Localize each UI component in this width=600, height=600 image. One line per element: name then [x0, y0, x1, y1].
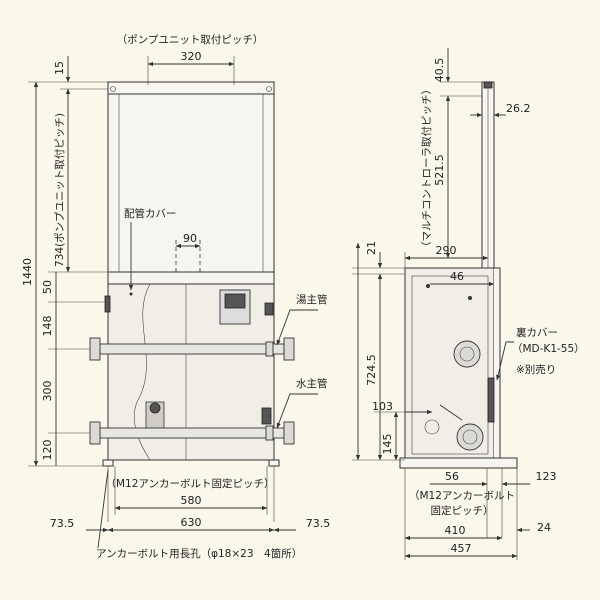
- pump-unit-pitch-label: （ポンプユニット取付ピッチ）: [117, 33, 264, 46]
- dim-724-5: 724.5: [365, 354, 378, 386]
- water-leader: [276, 393, 318, 429]
- dim-457: 457: [451, 542, 472, 555]
- back-cover-model: （MD-K1-55）: [512, 343, 585, 355]
- multi-controller-pitch-label: （マルチコントローラ取付ピッチ）: [420, 84, 433, 252]
- hot-water-joint: [265, 341, 274, 357]
- pipe-cover-label: 配管カバー: [124, 207, 177, 220]
- anchor-bolt-pitch-label: （M12アンカーボルト固定ピッチ）: [106, 477, 275, 490]
- dim-56: 56: [445, 470, 459, 483]
- side-body-inner: [411, 275, 489, 455]
- dim-left-offset: 73.5: [50, 517, 75, 530]
- dim-24: 24: [537, 521, 551, 534]
- dim-300: 300: [41, 381, 54, 402]
- hot-water-flange-right: [283, 337, 295, 361]
- anchor-bolt-label-2: 固定ピッチ）: [431, 504, 494, 517]
- side-part: [104, 295, 111, 313]
- side-view: 40.5 521.5 （マルチコントローラ取付ピッチ） 26.2 290 21 …: [352, 48, 585, 560]
- pipe-link: [439, 404, 463, 421]
- dim-40-5: 40.5: [433, 58, 446, 83]
- upper-fitting: [453, 340, 481, 368]
- sold-separately-note: ※別売り: [516, 363, 556, 376]
- dim-410: 410: [445, 524, 466, 537]
- frame-bolt: [266, 86, 272, 92]
- back-rail: [487, 377, 495, 423]
- side-port: [424, 419, 440, 435]
- valve-handle: [149, 402, 161, 414]
- frame-bolt: [110, 86, 116, 92]
- dim-right-offset: 73.5: [306, 517, 331, 530]
- dim-320: 320: [181, 50, 202, 63]
- dim-15: 15: [53, 61, 66, 75]
- dim-50: 50: [41, 280, 54, 294]
- base-foot: [268, 459, 280, 467]
- water-pipe: [99, 427, 285, 439]
- dim-580: 580: [181, 494, 202, 507]
- hot-water-leader: [276, 309, 318, 346]
- back-cover-label: 裏カバー: [516, 326, 558, 339]
- anchor-hole-note: アンカーボルト用長孔（φ18×23 4箇所）: [96, 547, 302, 560]
- dim-103: 103: [372, 400, 393, 413]
- hot-water-pipe: [99, 343, 285, 355]
- dim-21: 21: [365, 241, 378, 255]
- front-view: （ポンプユニット取付ピッチ） 320 1440 15 734(ポンプユニット取付…: [21, 33, 330, 560]
- dim-123: 123: [536, 470, 557, 483]
- base-foot: [102, 459, 114, 467]
- hot-water-flange-left: [89, 337, 101, 361]
- lower-fitting-inner: [462, 429, 478, 445]
- water-flange-right: [283, 421, 295, 445]
- dim-521-5: 521.5: [433, 154, 446, 186]
- control-display: [224, 293, 246, 309]
- dim-148: 148: [41, 316, 54, 337]
- dim-145: 145: [381, 434, 394, 455]
- dim-630: 630: [181, 516, 202, 529]
- water-flange-left: [89, 421, 101, 445]
- dim-90: 90: [183, 232, 197, 245]
- anchor-bolt-label-1: （M12アンカーボルト: [409, 490, 515, 502]
- post-cap: [483, 81, 493, 89]
- screw: [129, 292, 133, 296]
- side-base: [399, 457, 518, 469]
- pump-unit-frame: [107, 81, 275, 273]
- water-joint: [265, 425, 274, 441]
- lower-fitting: [456, 423, 484, 451]
- anchor-hole-leader: [97, 469, 109, 549]
- break-line: [134, 283, 151, 461]
- dim-290: 290: [436, 244, 457, 257]
- back-cover-leader: [496, 341, 514, 381]
- side-part: [261, 407, 272, 425]
- side-part: [264, 302, 274, 316]
- dim-46: 46: [450, 270, 464, 283]
- back-cover: [494, 267, 501, 461]
- upper-fitting-inner: [459, 346, 475, 362]
- dim-120: 120: [41, 440, 54, 461]
- screw: [426, 284, 430, 288]
- screw: [468, 296, 472, 300]
- frame-band: [107, 271, 275, 285]
- dim-26-2: 26.2: [506, 102, 531, 115]
- pump-unit-pitch-vertical: 734(ポンプユニット取付ピッチ): [53, 113, 66, 267]
- dim-1440: 1440: [21, 258, 34, 286]
- water-pipe-label: 水主管: [296, 377, 328, 390]
- hot-water-pipe-label: 湯主管: [296, 293, 328, 306]
